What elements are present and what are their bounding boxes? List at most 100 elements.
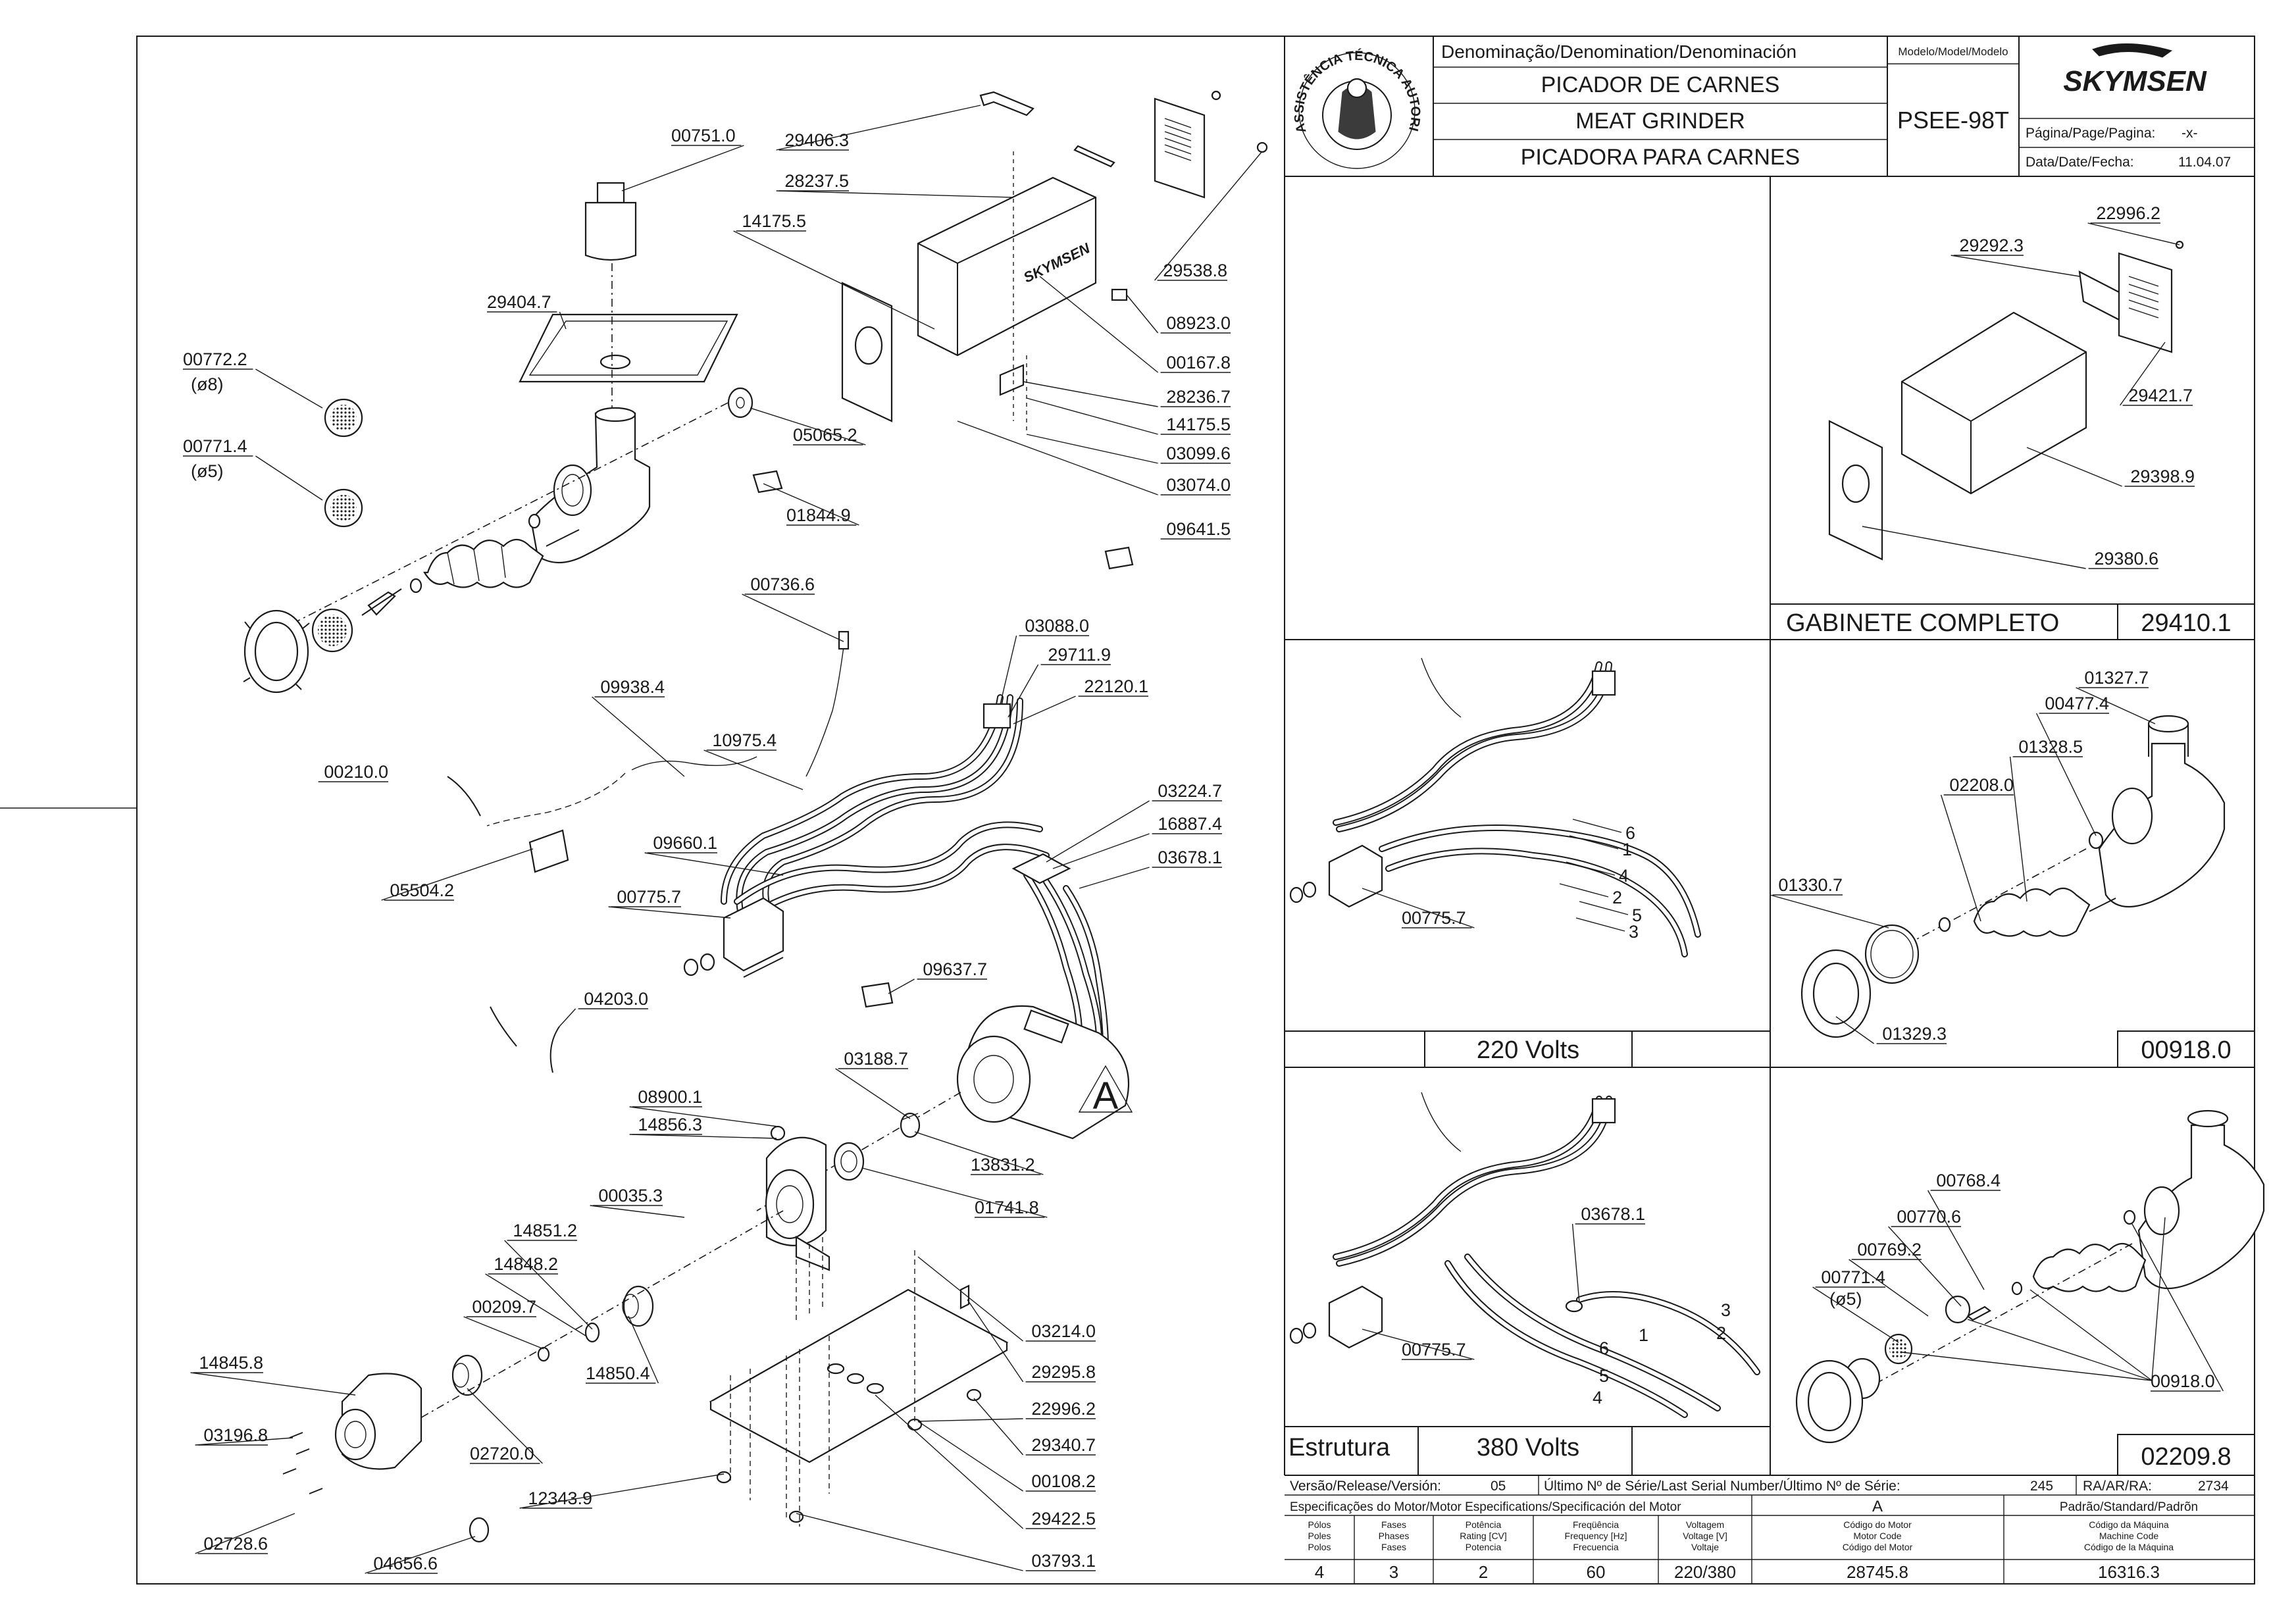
seal-01741 [833, 1142, 865, 1181]
part-number-label: 03188.7 [844, 1049, 908, 1069]
gabinete-part-leader [2087, 222, 2180, 245]
ra-label: RA/AR/RA: [2083, 1479, 2152, 1494]
part-number-leader [917, 1418, 1023, 1422]
part-number-label: 09660.1 [653, 833, 717, 853]
part-number-leader [1026, 434, 1158, 464]
spec-header: Voltage [V] [1683, 1531, 1727, 1541]
part-number-leader [742, 594, 844, 642]
part-number-label: 08900.1 [638, 1087, 702, 1107]
part-number-label: 29295.8 [1031, 1362, 1096, 1382]
part-number-leader [629, 1134, 777, 1139]
serial-value: 245 [2030, 1479, 2053, 1494]
part-number-leader [467, 1388, 543, 1464]
auger-part [423, 529, 580, 588]
gabinete-part-label: 29292.3 [1959, 236, 2024, 255]
version-label: Versão/Release/Versión: [1290, 1479, 1441, 1494]
denomination-header: Denominação/Denomination/Denominación [1441, 41, 1797, 62]
part-number-leader [485, 1273, 586, 1336]
svg-text:ASSISTÊNCIA TÉCNICA AUTORIZADA: ASSISTÊNCIA TÉCNICA AUTORIZADA [0, 0, 1423, 134]
wire-number: 1 [1622, 840, 1632, 859]
part-number-leader [776, 190, 1014, 198]
part-number-label: 03214.0 [1031, 1321, 1096, 1341]
part-number-label: 03074.0 [1166, 475, 1231, 495]
spec-header: Pólos [1308, 1519, 1331, 1530]
bracket-28236 [999, 364, 1025, 396]
part-number-leader [190, 1372, 356, 1396]
panel-gabinete-drawing [1828, 240, 2184, 561]
ra-value: 2734 [2198, 1479, 2229, 1494]
panel-02209-part-label: (ø5) [1829, 1289, 1862, 1309]
front-housing [334, 1373, 422, 1470]
part-number-label: 14848.2 [494, 1254, 558, 1274]
clip-08923 [1111, 288, 1128, 301]
wire-number: 5 [1599, 1366, 1609, 1386]
panel-00918-part-label: 02208.0 [1949, 775, 2014, 795]
panel-02209-part-leader [1812, 1286, 1899, 1343]
part-number-leader [917, 1256, 1024, 1342]
part-number-leader [621, 145, 744, 191]
panel-380-part-leader [1362, 1329, 1475, 1360]
tray-part [519, 313, 738, 383]
wire-number: 6 [1599, 1338, 1609, 1358]
panel-00918-part-leader [2009, 756, 2028, 902]
part-number-leader [875, 1394, 1024, 1529]
base-plate [709, 1284, 1009, 1463]
part-number-label: 10975.4 [712, 730, 777, 750]
panel-00918-part-label: 01328.5 [2018, 737, 2083, 757]
gabinete-part-label: 29398.9 [2130, 467, 2195, 486]
panel-02209-part-label: 00918.0 [2151, 1371, 2215, 1391]
spec-header: Motor Code [1853, 1531, 1901, 1541]
part-number-label: 00167.8 [1166, 353, 1231, 372]
part-number-leader [914, 1131, 1044, 1175]
part-number-label: 05504.2 [390, 880, 454, 900]
spec-header: Machine Code [2099, 1531, 2158, 1541]
spec-value: 2 [1479, 1562, 1488, 1582]
part-number-label: 29340.7 [1031, 1435, 1096, 1455]
part-number-label: 02720.0 [470, 1444, 534, 1463]
caption-220-volts: 220 Volts [1477, 1036, 1579, 1064]
part-number-label: 29422.5 [1031, 1509, 1096, 1529]
caption-estrutura: Estrutura [1288, 1434, 1390, 1461]
part-number-leader [1154, 151, 1263, 281]
part-number-label: 08923.0 [1166, 313, 1231, 333]
part-number-label: 14175.5 [742, 211, 806, 231]
part-number-leader [1052, 833, 1150, 869]
panel-00918-part-label: 01330.7 [1778, 875, 1843, 895]
panel-380-part-label: 03678.1 [1581, 1204, 1645, 1224]
part-number-leader [463, 1316, 544, 1350]
screws-left [282, 1432, 323, 1494]
spec-col-a: A [1872, 1498, 1883, 1515]
spec-header: Phases [1379, 1531, 1410, 1541]
part-number-leader [628, 1315, 659, 1384]
part-number-leader [861, 1167, 1048, 1218]
part-number-leader [592, 696, 685, 777]
panel-grid [1284, 176, 2255, 1476]
part-number-leader [608, 906, 731, 919]
part-number-label: 13831.2 [971, 1155, 1035, 1175]
part-number-label: 00771.4 [183, 436, 247, 456]
wire-number: 3 [1721, 1300, 1731, 1320]
part-number-leader [967, 1299, 1024, 1383]
washer-05065 [727, 387, 753, 419]
spec-value: 220/380 [1674, 1562, 1736, 1582]
gabinete-part-leader [2026, 447, 2122, 487]
part-number-label: 29538.8 [1163, 261, 1227, 280]
wire-number: 4 [1593, 1388, 1602, 1408]
relay-29711 [982, 703, 1011, 729]
panel-220-part-label: 00775.7 [1402, 908, 1466, 928]
part-number-leader [1023, 381, 1158, 407]
connector-16887 [1011, 853, 1071, 884]
part-number-leader [917, 1421, 1023, 1492]
wire-number: 6 [1625, 823, 1635, 843]
part-number-label: 01844.9 [786, 505, 851, 525]
spec-header: Rating [CV] [1460, 1531, 1507, 1541]
terminal-block-00775 [723, 897, 784, 978]
panel-00918-part-leader [1940, 794, 1981, 922]
model-header: Modelo/Model/Modelo [1898, 45, 2008, 58]
code-00918: 00918.0 [2141, 1036, 2231, 1064]
spec-header: Potência [1466, 1519, 1502, 1530]
part-number-leader [519, 1473, 725, 1509]
caption-380-volts: 380 Volts [1477, 1434, 1579, 1461]
